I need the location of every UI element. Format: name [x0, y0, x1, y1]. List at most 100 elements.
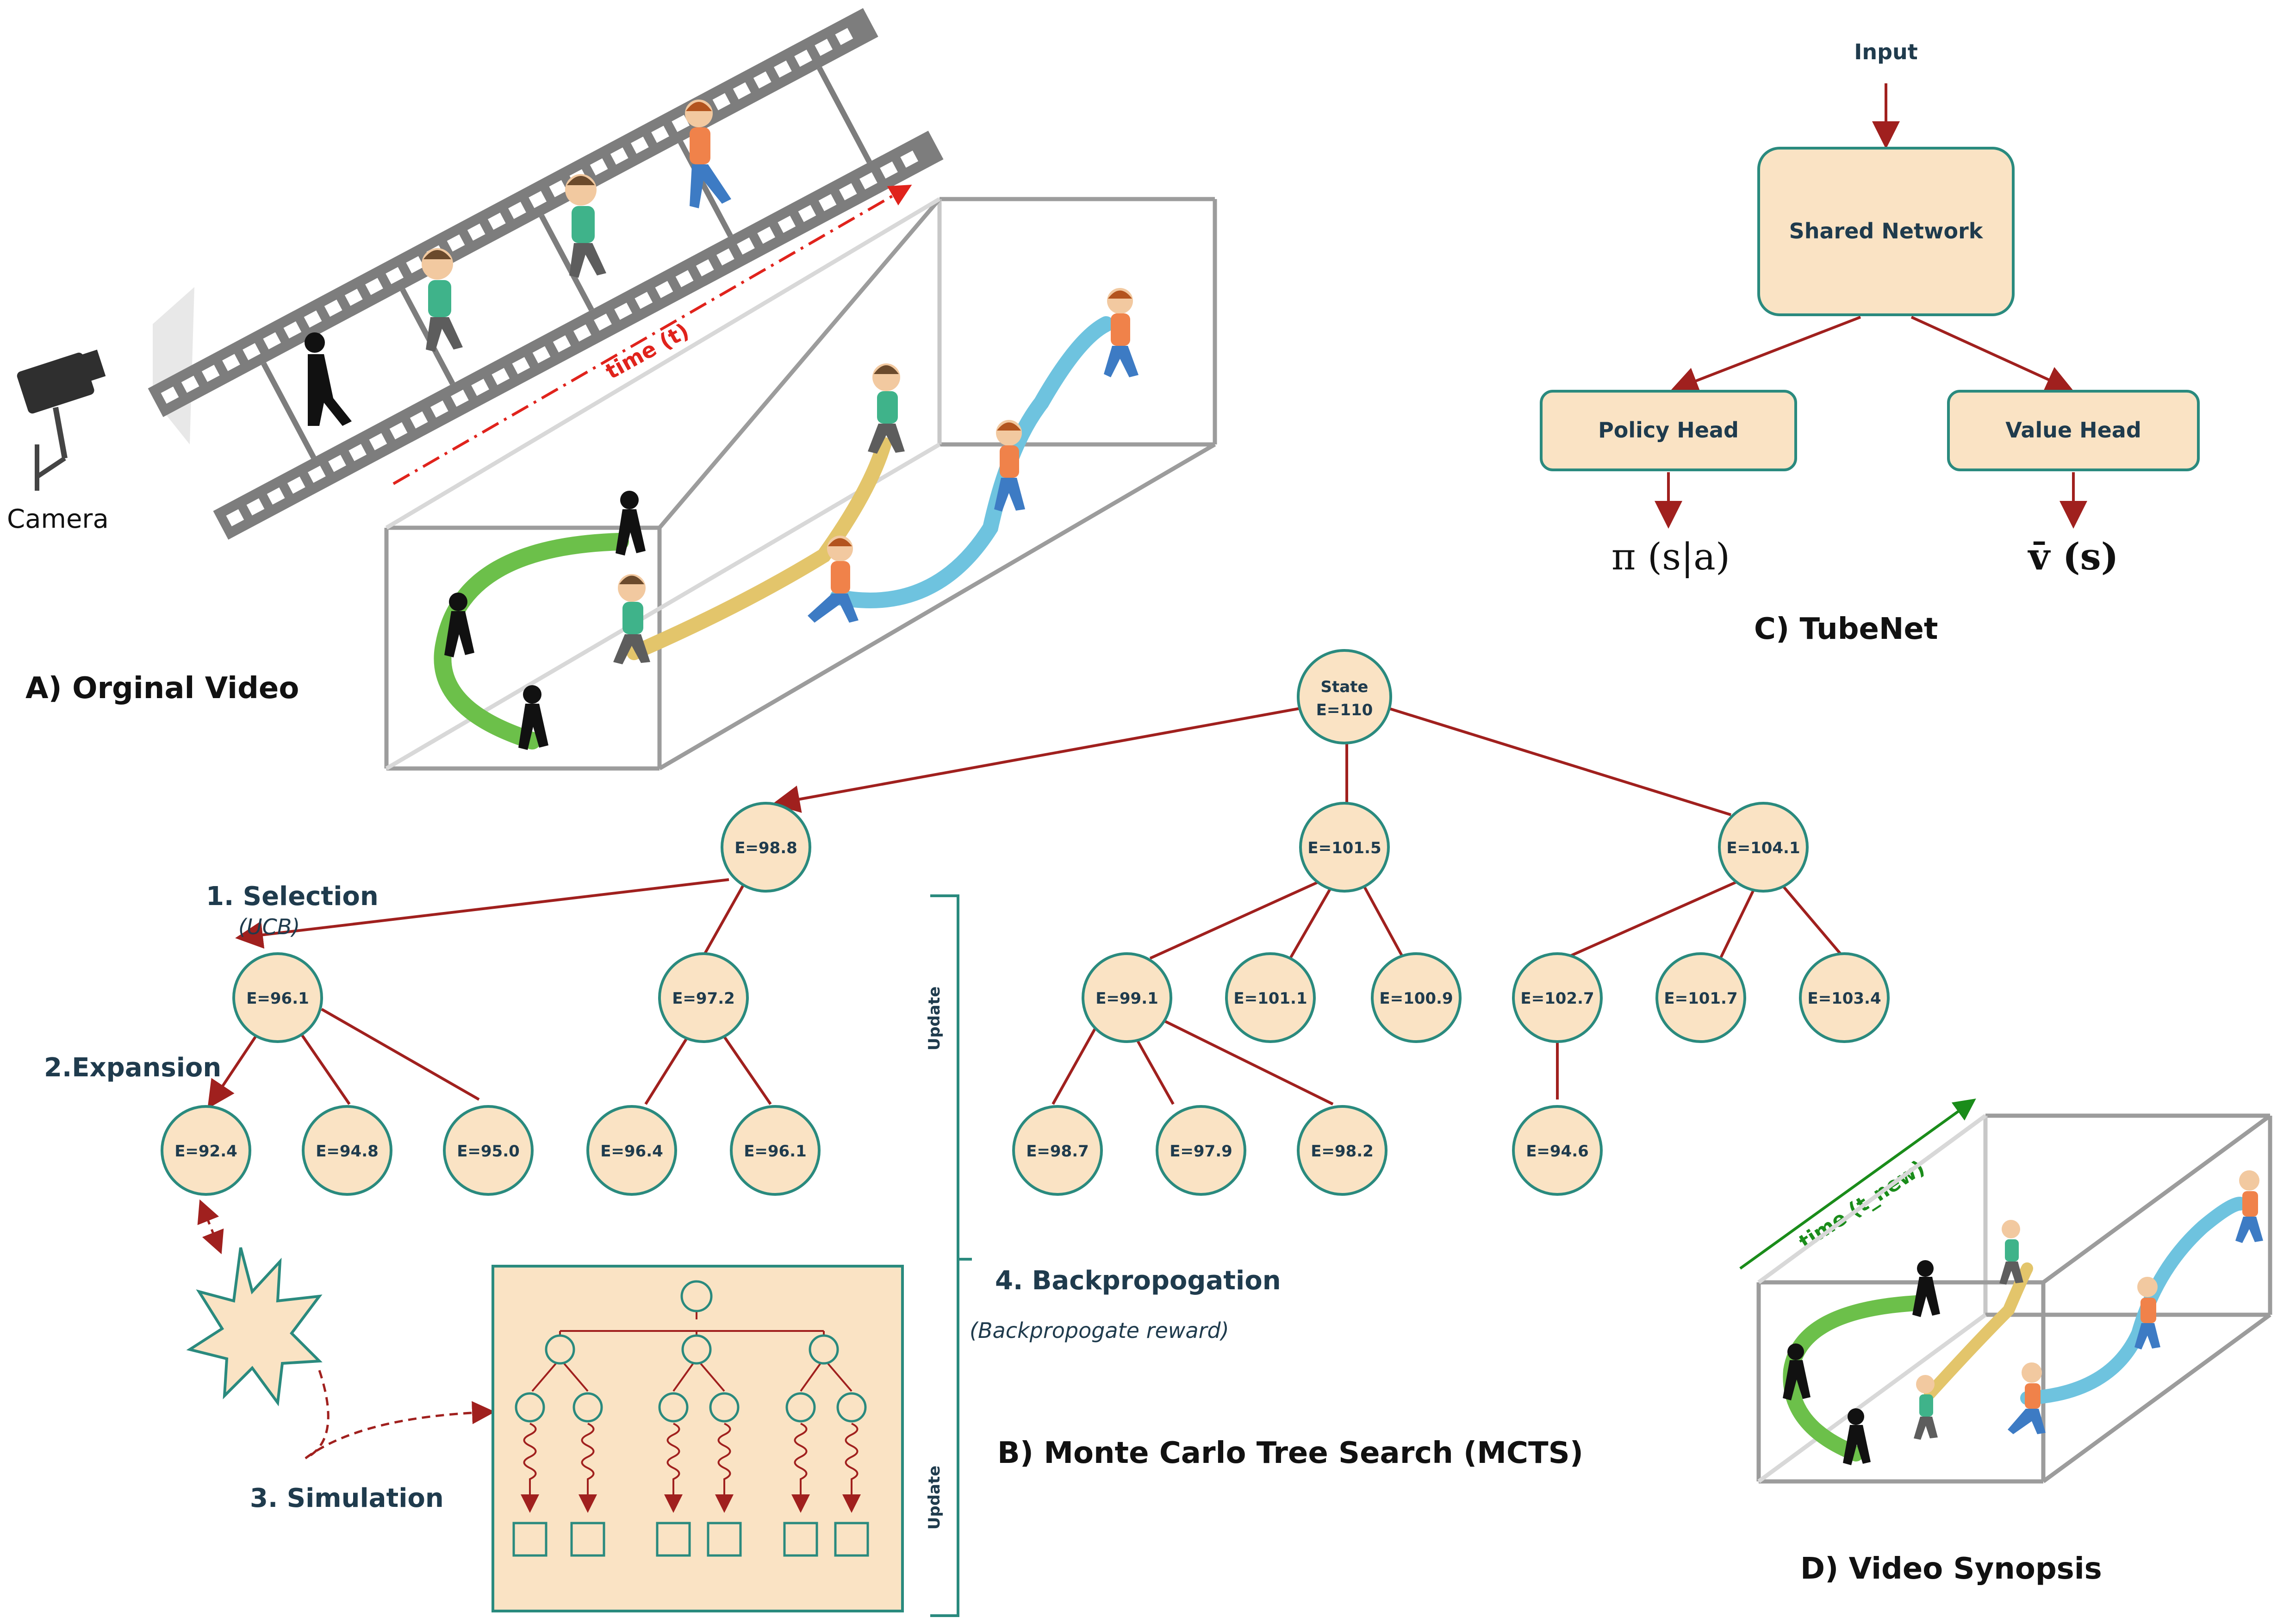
node-l3h: [1297, 1105, 1388, 1196]
synopsis-blue-track: [2020, 1197, 2247, 1405]
shared-network-label: Shared Network: [1789, 219, 1984, 244]
node-l2e: [1371, 952, 1462, 1043]
step-expansion: 2.Expansion: [44, 1053, 221, 1083]
tubenet-panel: Input Shared Network Policy Head Value H…: [1540, 39, 2200, 646]
node-l1c: [1718, 802, 1809, 893]
tubenet-input-label: Input: [1854, 39, 1918, 64]
update-label-bottom: Update: [925, 1466, 944, 1530]
value-output-formula: v̄ (s): [2027, 535, 2118, 578]
step-backpropagation-sub: (Backpropogate reward): [970, 1318, 1229, 1343]
root-node: [1297, 649, 1392, 744]
update-label-top: Update: [925, 987, 944, 1051]
label-l2c: E=99.1: [1095, 989, 1158, 1008]
root-label-line2: E=110: [1316, 701, 1373, 719]
value-head-label: Value Head: [2005, 418, 2141, 443]
label-l2b: E=97.2: [672, 989, 735, 1008]
video-volume-box: [384, 197, 1217, 771]
simulation-tree-box: [492, 1265, 904, 1612]
label-l2h: E=103.4: [1807, 989, 1881, 1008]
label-l3c: E=95.0: [457, 1142, 520, 1161]
label-l1a: E=98.8: [734, 839, 797, 857]
expand-sim-arrow: [197, 1199, 224, 1255]
synopsis-volume-box: [1756, 1113, 2272, 1484]
label-l2e: E=100.9: [1379, 989, 1453, 1008]
label-l3e: E=96.1: [744, 1142, 807, 1161]
original-video-panel: Camera: [7, 8, 1217, 771]
camera-label: Camera: [7, 504, 109, 534]
section-d-title: D) Video Synopsis: [1800, 1552, 2102, 1586]
yellow-track: [627, 437, 891, 660]
label-l3a: E=92.4: [174, 1142, 237, 1161]
policy-head-label: Policy Head: [1598, 418, 1739, 443]
sim-rollouts: [521, 1423, 861, 1513]
orange-walker-box: [808, 288, 1139, 623]
node-l3e: [730, 1105, 821, 1196]
film-walker-1: [305, 332, 352, 426]
node-l2b: [658, 952, 749, 1043]
mcts-edges: [207, 707, 1846, 1109]
time-arrow: [392, 185, 912, 485]
policy-arrow: [1670, 316, 1861, 394]
label-l3i: E=94.6: [1526, 1142, 1589, 1161]
step-backpropagation: 4. Backpropogation: [995, 1266, 1281, 1296]
node-l3c: [443, 1105, 534, 1196]
label-l2a: E=96.1: [246, 989, 309, 1008]
root-label-line1: State: [1321, 678, 1369, 696]
video-synopsis-panel: time (t_new): [1739, 1098, 2272, 1586]
label-l3d: E=96.4: [600, 1142, 663, 1161]
label-l3h: E=98.2: [1311, 1142, 1374, 1161]
node-l2d: [1225, 952, 1316, 1043]
policy-output-formula: π (s|a): [1612, 535, 1730, 578]
shared-network-box: [1757, 147, 2015, 316]
film-strip: [148, 8, 944, 540]
label-l1b: E=101.5: [1307, 839, 1381, 857]
node-l1a: [721, 802, 811, 893]
sim-terminal-nodes: [512, 1522, 869, 1557]
black-walker-group: [444, 491, 646, 750]
node-l2f: [1512, 952, 1603, 1043]
node-l2c: [1082, 952, 1172, 1043]
value-head-box: [1947, 390, 2200, 471]
section-b-title: B) Monte Carlo Tree Search (MCTS): [997, 1436, 1583, 1470]
node-l3f: [1012, 1105, 1103, 1196]
label-l3b: E=94.8: [316, 1142, 379, 1161]
node-l3d: [586, 1105, 677, 1196]
node-l3g: [1156, 1105, 1246, 1196]
node-l2g: [1655, 952, 1746, 1043]
policy-head-box: [1540, 390, 1797, 471]
label-l3f: E=98.7: [1026, 1142, 1089, 1161]
node-l3i: [1512, 1105, 1603, 1196]
film-walker-4: [685, 100, 731, 208]
section-c-title: C) TubeNet: [1754, 612, 1938, 646]
simulation-burst-icon: [186, 1247, 323, 1406]
step-selection-sub: (UCB): [238, 914, 300, 939]
label-l1c: E=104.1: [1726, 839, 1800, 857]
node-l3b: [302, 1105, 392, 1196]
step-simulation: 3. Simulation: [250, 1483, 444, 1513]
sim-path-arrow: [305, 1370, 495, 1460]
green-walker-box: [613, 363, 905, 664]
node-l2a: [232, 952, 323, 1043]
mcts-nodes: [161, 649, 1890, 1196]
label-l2f: E=102.7: [1520, 989, 1594, 1008]
label-l2d: E=101.1: [1233, 989, 1307, 1008]
step-selection: 1. Selection: [206, 881, 379, 912]
label-l3g: E=97.9: [1170, 1142, 1232, 1161]
film-walker-2: [422, 248, 463, 352]
node-l1b: [1299, 802, 1390, 893]
synopsis-yellow-track: [1924, 1262, 2033, 1399]
label-l2g: E=101.7: [1664, 989, 1737, 1008]
mcts-panel: State E=110 E=98.8 E=101.5 E=104.1 E=96.…: [44, 649, 1890, 1617]
time-new-arrow: [1739, 1098, 1976, 1270]
synopsis-orange-walkers: [2008, 1170, 2263, 1434]
green-track: [434, 533, 629, 750]
node-l3a: [161, 1105, 251, 1196]
value-arrow: [1910, 316, 2074, 393]
update-bracket: [930, 894, 972, 1617]
node-l2h: [1799, 952, 1890, 1043]
sim-tree-nodes: [515, 1280, 867, 1423]
synopsis-green-walkers: [1914, 1220, 2023, 1440]
film-walker-3: [565, 174, 606, 278]
synopsis-black-walkers: [1783, 1260, 1940, 1465]
